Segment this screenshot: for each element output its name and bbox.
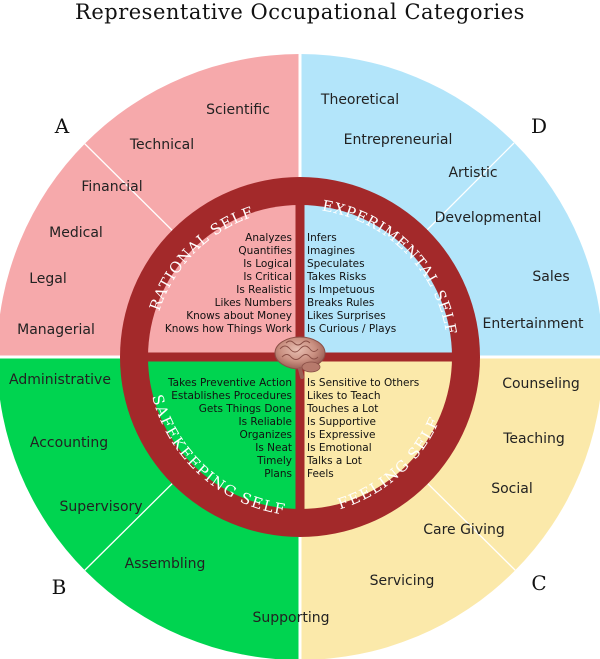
trait-label: Takes Risks — [306, 271, 366, 283]
trait-label: Likes to Teach — [307, 390, 381, 402]
occupations-c: Counseling Teaching Social Care Giving S… — [370, 376, 580, 589]
trait-label: Is Impetuous — [307, 284, 375, 296]
trait-label: Is Realistic — [236, 284, 292, 296]
trait-label: Feels — [307, 468, 334, 480]
traits-feeling: Is Sensitive to Others Likes to Teach To… — [306, 377, 419, 480]
brain-icon-cerebellum — [301, 361, 321, 373]
traits-rational: Analyzes Quantifies Is Logical Is Critic… — [165, 232, 293, 335]
occupation-label: Servicing — [370, 573, 435, 589]
occupation-label: Artistic — [448, 165, 497, 181]
occupation-label: Care Giving — [423, 522, 505, 538]
occupation-label: Developmental — [435, 210, 542, 226]
page-title: Representative Occupational Categories — [75, 0, 525, 24]
trait-label: Plans — [264, 468, 292, 480]
trait-label: Is Curious / Plays — [307, 323, 396, 335]
inner-quadrant-b — [148, 357, 300, 509]
occupation-label: Scientific — [206, 102, 270, 118]
occupations-d: Theoretical Entrepreneurial Artistic Dev… — [320, 92, 584, 332]
trait-label: Is Emotional — [307, 442, 372, 454]
occupation-label: Teaching — [502, 431, 565, 447]
occupation-label: Accounting — [30, 435, 108, 451]
occupation-label: Legal — [29, 271, 67, 287]
occupation-label: Financial — [81, 179, 142, 195]
trait-label: Is Reliable — [239, 416, 293, 428]
occupation-label: Counseling — [502, 376, 580, 392]
occupations-b: Administrative Accounting Supervisory As… — [9, 372, 329, 626]
occupations-a: Scientific Technical Financial Medical L… — [17, 102, 270, 338]
trait-label: Is Critical — [243, 271, 292, 283]
trait-label: Analyzes — [245, 232, 292, 244]
quadrant-letter-b: B — [52, 575, 67, 599]
occupation-label: Entertainment — [482, 316, 584, 332]
trait-label: Is Sensitive to Others — [307, 377, 419, 389]
trait-label: Establishes Procedures — [171, 390, 292, 402]
occupation-label: Supporting — [253, 610, 330, 626]
occupation-label: Supervisory — [59, 499, 142, 515]
trait-label: Is Expressive — [307, 429, 376, 441]
trait-label: Imagines — [307, 245, 355, 257]
occupation-label: Administrative — [9, 372, 111, 388]
quadrant-letter-d: D — [531, 114, 547, 138]
trait-label: Speculates — [307, 258, 365, 270]
trait-label: Likes Surprises — [307, 310, 386, 322]
trait-label: Breaks Rules — [307, 297, 374, 309]
trait-label: Gets Things Done — [199, 403, 292, 415]
trait-label: Infers — [307, 232, 337, 244]
trait-label: Is Neat — [255, 442, 292, 454]
traits-experimental: Infers Imagines Speculates Takes Risks I… — [306, 232, 396, 335]
occupation-label: Social — [491, 481, 533, 497]
inner-quadrant-d — [300, 205, 452, 357]
quadrant-letter-a: A — [54, 114, 70, 138]
trait-label: Talks a Lot — [306, 455, 362, 467]
occupation-label: Medical — [49, 225, 103, 241]
trait-label: Organizes — [239, 429, 292, 441]
occupation-label: Technical — [129, 137, 194, 153]
trait-label: Likes Numbers — [215, 297, 292, 309]
trait-label: Knows how Things Work — [165, 323, 293, 335]
occupation-label: Assembling — [125, 556, 206, 572]
brain-icon — [274, 336, 326, 379]
inner-circle — [142, 200, 458, 514]
trait-label: Timely — [256, 455, 292, 467]
inner-quadrant-c — [300, 357, 452, 509]
trait-label: Takes Preventive Action — [167, 377, 292, 389]
brain-icon-folds — [279, 340, 319, 360]
inner-quadrant-a — [148, 205, 300, 357]
trait-label: Is Supportive — [307, 416, 376, 428]
occupation-label: Sales — [532, 269, 569, 285]
occupation-label: Entrepreneurial — [344, 132, 453, 148]
traits-safekeeping: Takes Preventive Action Establishes Proc… — [167, 377, 292, 480]
occupation-label: Managerial — [17, 322, 95, 338]
trait-label: Quantifies — [238, 245, 292, 257]
trait-label: Knows about Money — [186, 310, 292, 322]
brain-icon-stem — [298, 367, 304, 379]
trait-label: Touches a Lot — [306, 403, 378, 415]
trait-label: Is Logical — [243, 258, 292, 270]
quadrant-letter-c: C — [531, 571, 546, 595]
occupation-label: Theoretical — [320, 92, 399, 108]
